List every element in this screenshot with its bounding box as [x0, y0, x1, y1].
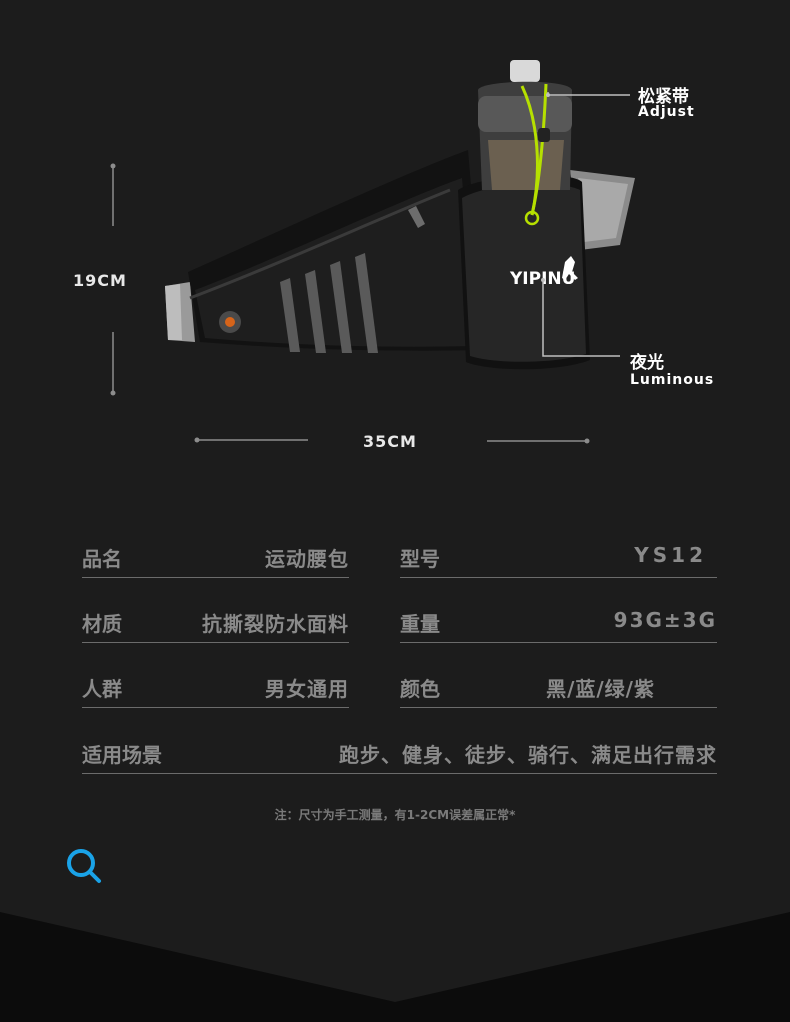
spec-scene-value: 跑步、健身、徒步、骑行、满足出行需求 — [339, 743, 717, 767]
adjust-callout-cn: 松紧带 — [638, 87, 689, 107]
spec-material-value: 抗撕裂防水面料 — [202, 612, 349, 636]
measurement-note: 注：尺寸为手工测量，有1-2CM误差属正常* — [274, 808, 516, 822]
spec-model-value: YS12 — [634, 543, 707, 567]
spec-name: 品名 运动腰包 — [82, 541, 349, 578]
height-dimension-label: 19CM — [73, 271, 127, 290]
spec-model-label: 型号 — [400, 547, 440, 571]
spec-audience: 人群 男女通用 — [82, 671, 349, 708]
spec-audience-value: 男女通用 — [265, 677, 349, 701]
spec-color-value: 黑/蓝/绿/紫 — [546, 677, 655, 701]
spec-weight-value: 93G±3G — [613, 608, 717, 632]
waist-bag-image: YIPINU — [165, 60, 635, 370]
spec-weight: 重量 93G±3G — [400, 606, 717, 643]
dimension-lines — [110, 163, 590, 444]
spec-name-label: 品名 — [82, 547, 122, 571]
adjust-callout-en: Adjust — [638, 104, 695, 120]
luminous-callout-cn: 夜光 — [630, 353, 664, 373]
spec-weight-label: 重量 — [400, 612, 440, 636]
spec-scene: 适用场景 跑步、健身、徒步、骑行、满足出行需求 — [82, 737, 717, 774]
callout-lines — [541, 92, 630, 357]
spec-name-value: 运动腰包 — [265, 547, 349, 571]
spec-material: 材质 抗撕裂防水面料 — [82, 606, 349, 643]
search-icon — [67, 849, 101, 883]
spec-color-label: 颜色 — [400, 677, 440, 701]
search-button[interactable] — [64, 846, 104, 886]
spec-color: 颜色 黑/蓝/绿/紫 — [400, 671, 717, 708]
luminous-callout-en: Luminous — [630, 372, 715, 388]
spec-material-label: 材质 — [82, 612, 122, 636]
spec-model: 型号 YS12 — [400, 541, 717, 578]
spec-scene-label: 适用场景 — [82, 743, 162, 767]
spec-audience-label: 人群 — [82, 677, 122, 701]
width-dimension-label: 35CM — [363, 432, 417, 451]
